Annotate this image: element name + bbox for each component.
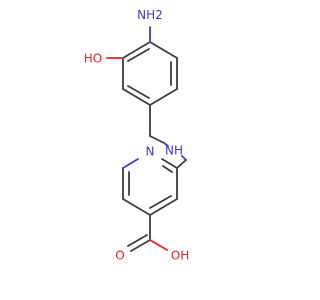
bond-ring-d-inner <box>127 85 150 99</box>
acid-hydroxyl-label: OH <box>171 249 189 263</box>
benzene-ring <box>122 41 178 106</box>
bond-pyr-b <box>149 198 178 216</box>
bond-ring-f <box>122 41 151 59</box>
bond-nh-pyr-b <box>176 159 187 169</box>
amine-label: NH2 <box>137 8 163 22</box>
bond-pyr-c <box>122 198 151 216</box>
bond-ch2-nh-b <box>163 142 169 147</box>
bond-c-oh-acid <box>149 239 168 251</box>
bond-pyr-e <box>122 158 139 169</box>
bond-nh-pyr-a <box>181 155 187 161</box>
bond-ch2-nh-a <box>149 135 165 144</box>
acid-oxygen-label: O <box>115 249 124 263</box>
bond-ring-c <box>149 88 178 106</box>
hydroxyl-label: HO <box>84 52 102 66</box>
bond-ring-a <box>149 41 178 59</box>
bond-pyr-f-inner <box>162 165 173 173</box>
pyridine-nitrogen-label: N <box>146 145 155 159</box>
molecule-structure: NH2 HO NH N O OH <box>84 8 189 263</box>
pyridine-ring <box>122 158 178 216</box>
bond-c-o-double-b <box>127 234 148 247</box>
bond-pyr-b-inner <box>149 195 172 209</box>
linker-nh-label: NH <box>165 144 183 158</box>
bond-pyr-f <box>161 158 178 169</box>
bond-ring-f-inner <box>127 48 150 62</box>
bond-ring-d <box>122 88 151 106</box>
bond-c-o-double-a <box>130 239 151 252</box>
